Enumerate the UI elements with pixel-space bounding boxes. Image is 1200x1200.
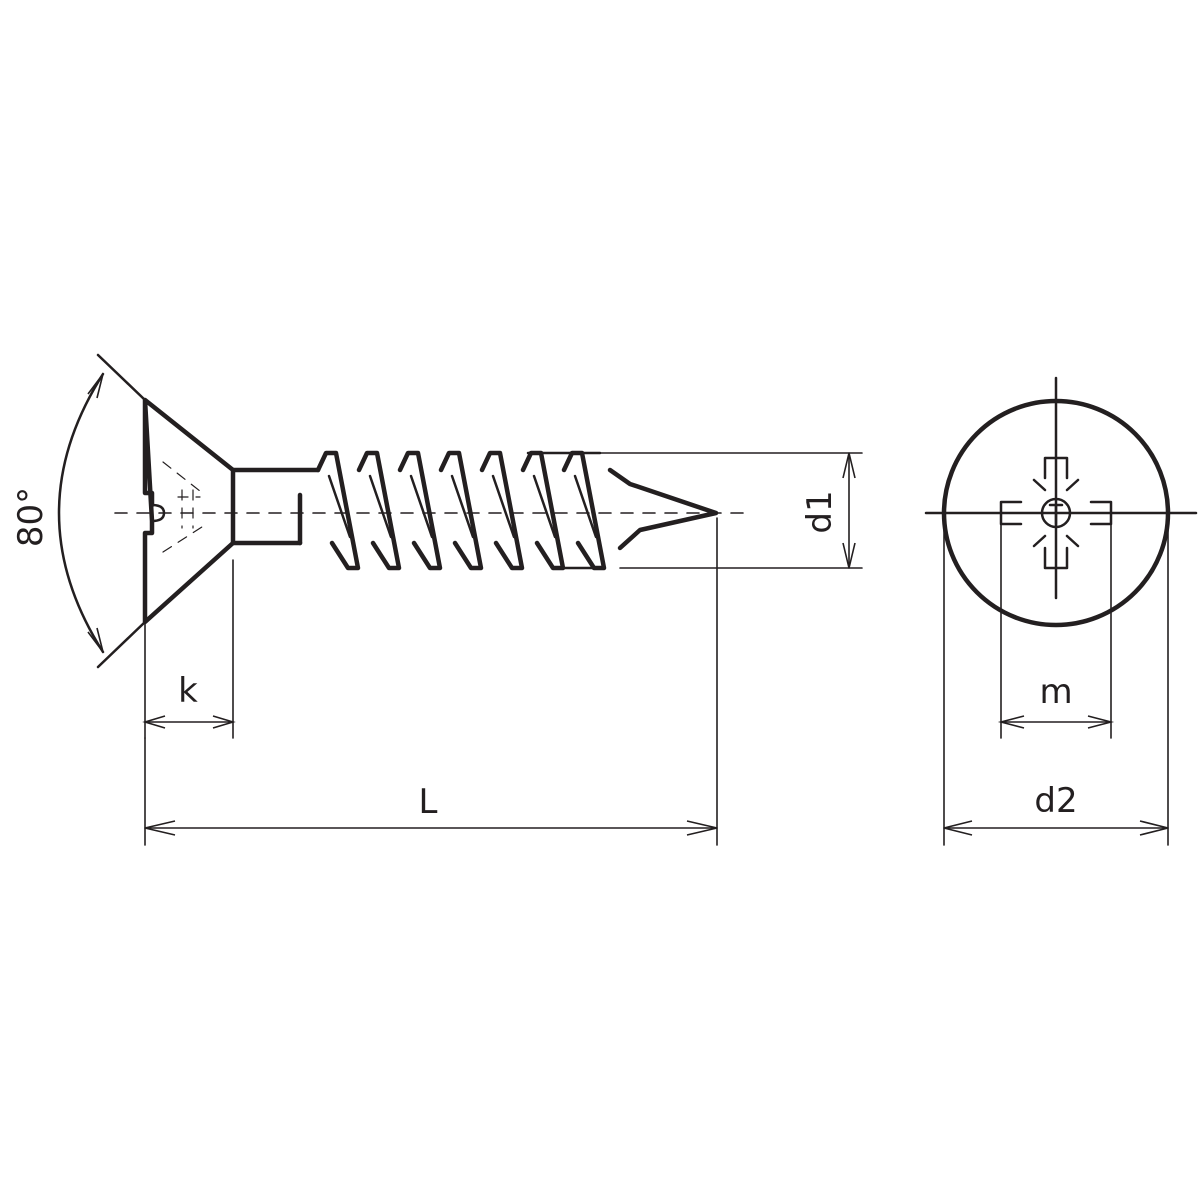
d2-label: d2 — [1034, 781, 1077, 821]
angle-label: 80° — [11, 487, 51, 547]
angle-dimension: 80° — [11, 353, 147, 669]
thread-crest — [561, 450, 607, 571]
thread-flank — [532, 474, 557, 539]
thread-crest — [397, 450, 443, 571]
thread-diameter-dimension: d1 — [599, 452, 863, 569]
thread-flank — [327, 474, 352, 539]
thread-crest — [315, 450, 361, 571]
screw-point — [607, 467, 719, 551]
k-label: k — [178, 671, 198, 711]
head-slot — [150, 503, 166, 523]
thread-flank — [450, 474, 475, 539]
d1-label: d1 — [800, 490, 840, 533]
thread-crest — [356, 450, 402, 571]
head-top-view: m d2 — [924, 376, 1198, 846]
countersunk-head — [142, 397, 236, 625]
thread-flank — [368, 474, 393, 539]
side-view — [114, 397, 749, 625]
thread-crest — [479, 450, 525, 571]
head-height-dimension: k — [142, 559, 236, 739]
pozidriv-recess — [999, 456, 1113, 570]
thread-flank — [409, 474, 434, 539]
thread — [297, 450, 607, 571]
angle-extension-bottom — [96, 620, 147, 669]
angle-arc — [57, 372, 105, 654]
L-label: L — [419, 782, 438, 822]
angle-extension-top — [96, 353, 147, 402]
thread-crest — [520, 450, 566, 571]
recess-hidden-lines — [162, 461, 206, 553]
length-dimension: L — [144, 517, 718, 846]
thread-crest — [438, 450, 484, 571]
thread-flank — [573, 474, 598, 539]
m-label: m — [1039, 672, 1072, 712]
thread-flank — [491, 474, 516, 539]
